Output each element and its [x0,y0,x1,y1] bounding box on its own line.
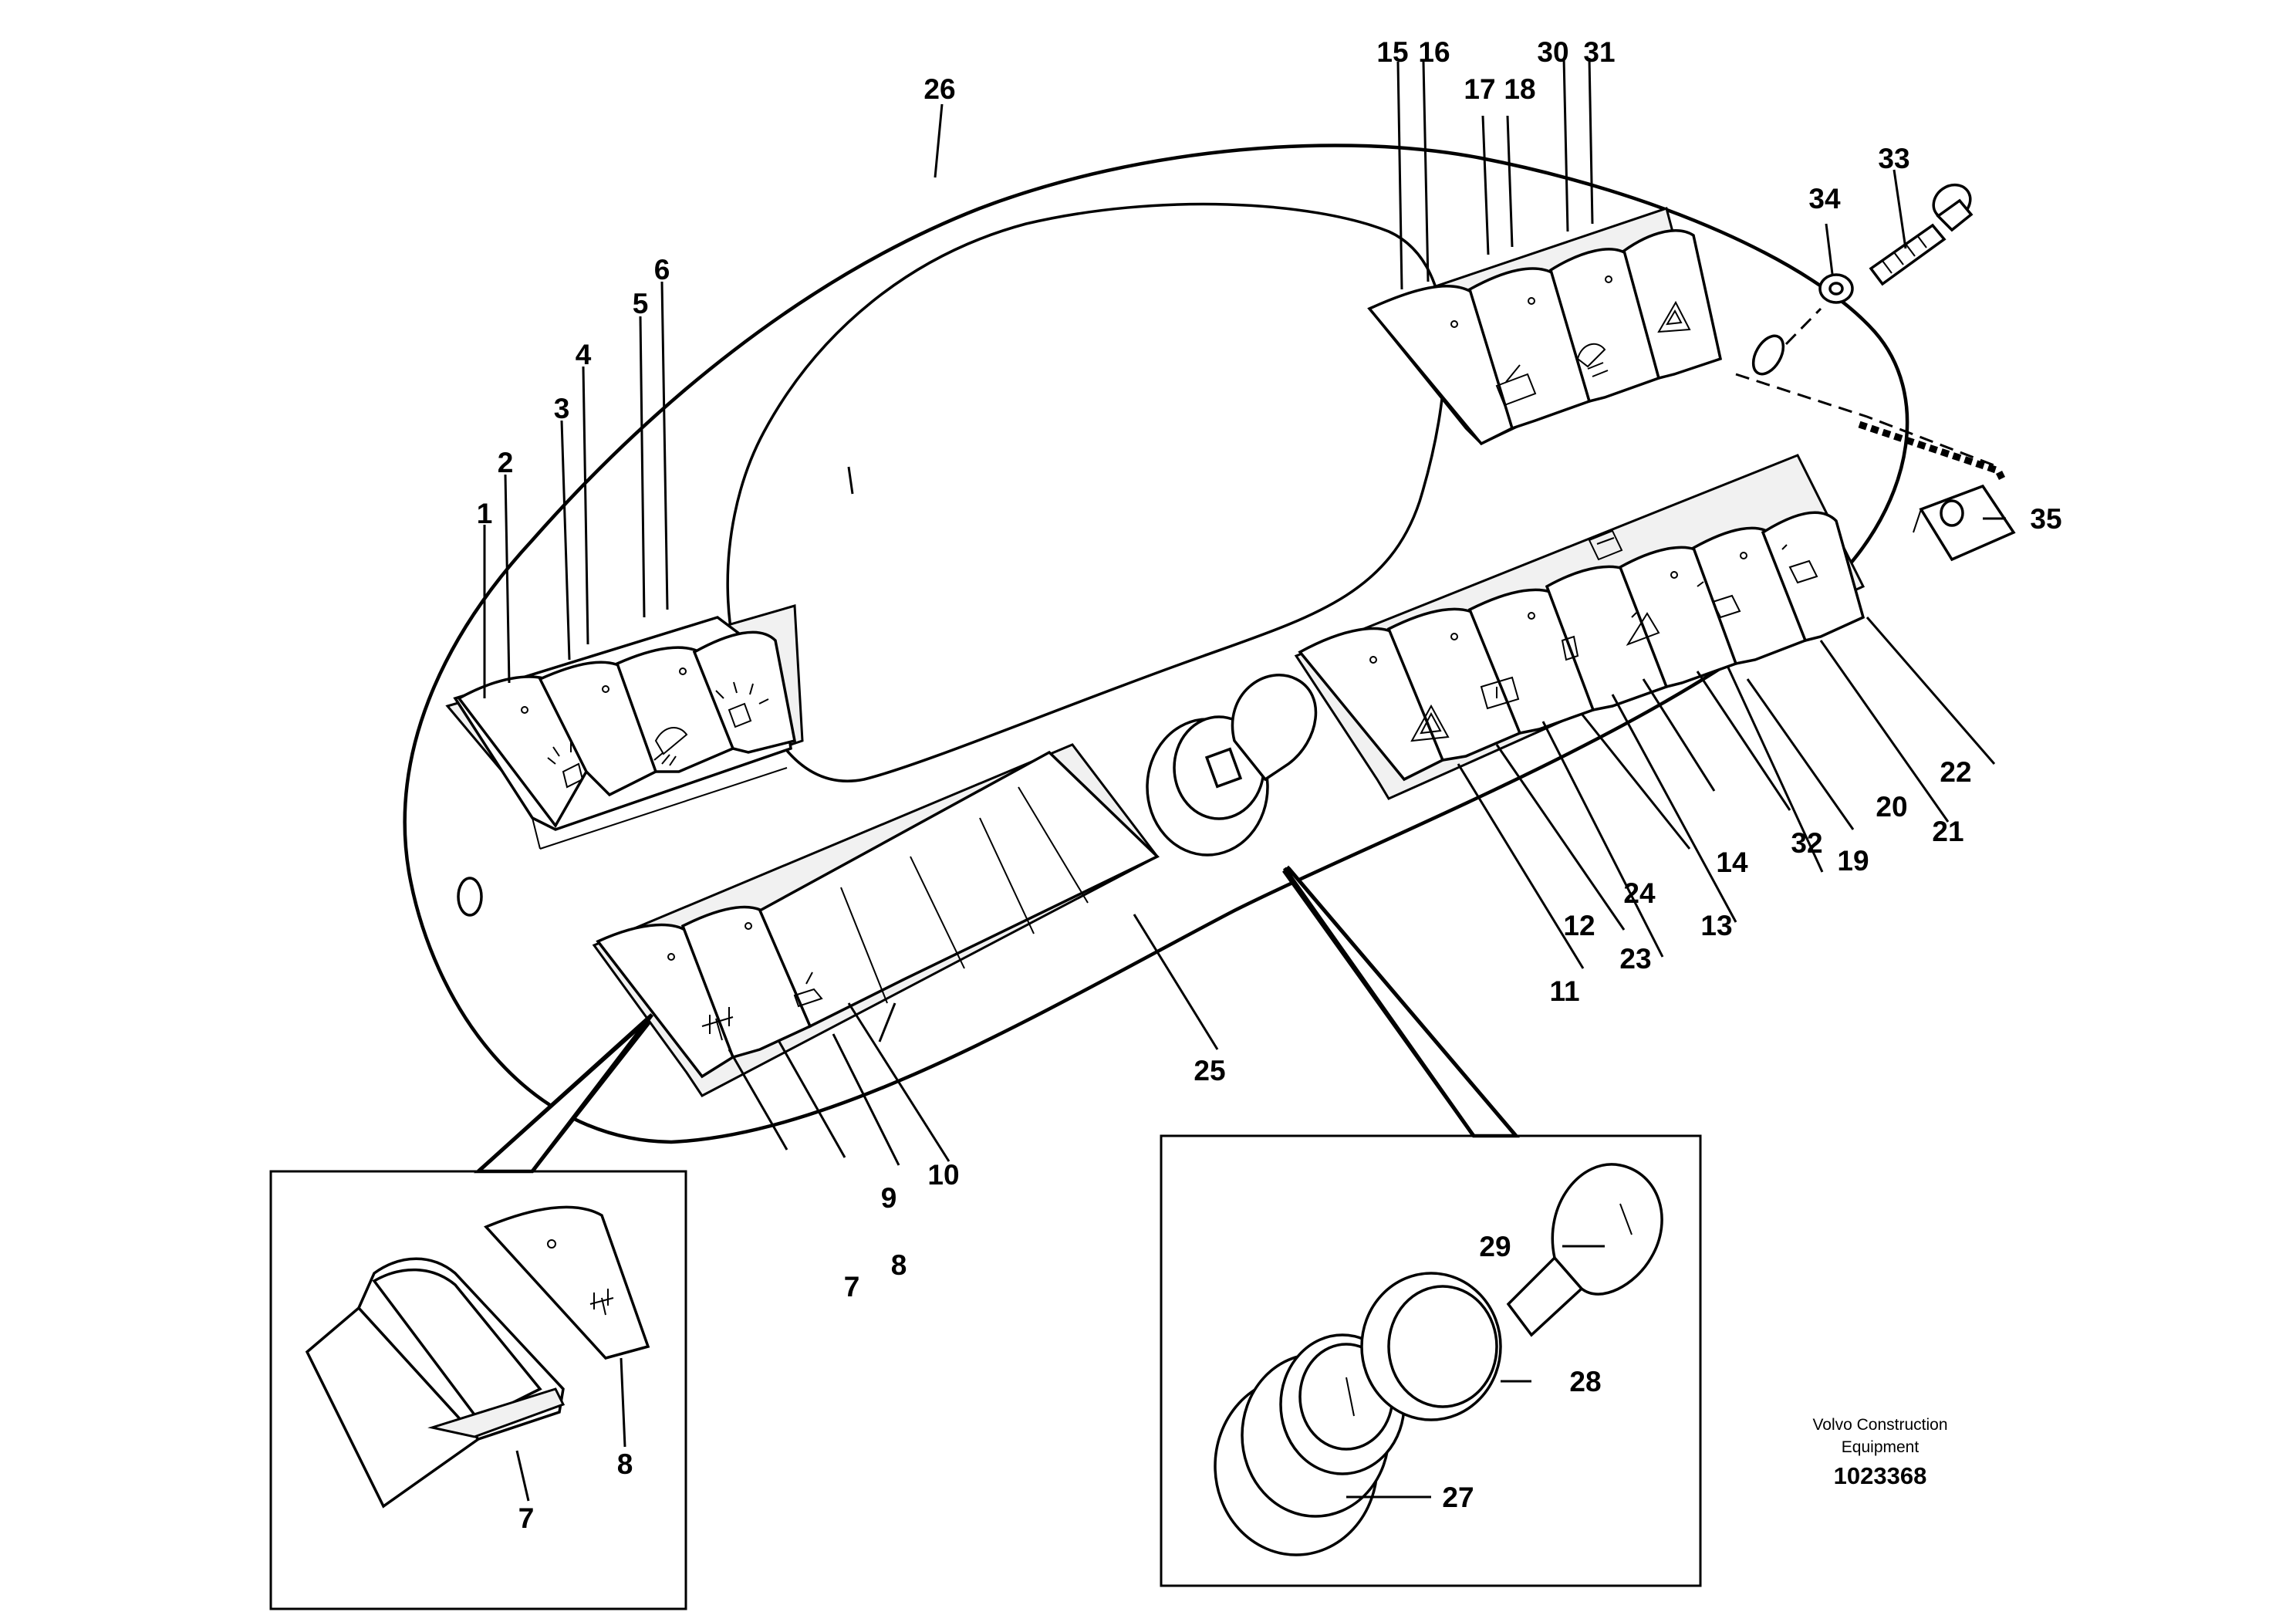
switch-body [305,1257,566,1509]
callout-9: 9 [881,1182,897,1214]
brand-line-2: Equipment [1842,1438,1920,1456]
callout-4: 4 [576,339,592,370]
callout-15: 15 [1376,36,1408,68]
callout-27: 27 [1442,1482,1474,1513]
callout-5: 5 [633,288,649,319]
manufacturer-block: Volvo Construction Equipment 1023368 [1812,1416,1947,1489]
callout-34: 34 [1808,183,1841,215]
battery-icon [1480,676,1520,710]
callout-13: 13 [1700,910,1732,941]
callout-19: 19 [1837,845,1869,877]
callout-8-inset: 8 [617,1448,633,1480]
inset-ignition-detail [1160,865,1702,1587]
callout-2: 2 [498,447,514,478]
callout-14: 14 [1716,846,1748,878]
switch-cap [484,1205,650,1360]
callout-1: 1 [477,498,493,529]
callout-labels: 1 2 3 4 5 6 7 7 8 8 9 10 11 12 13 14 15 … [477,36,2062,1534]
inset-switch-detail [269,1013,687,1610]
drawing-number: 1023368 [1834,1462,1927,1489]
ring-28 [1360,1272,1502,1421]
callout-35: 35 [2030,503,2061,535]
working-light-icon [547,742,584,789]
callout-31: 31 [1583,36,1615,68]
warning-triangle-icon [1410,704,1450,742]
callout-8-panel: 8 [891,1249,907,1281]
rear-wiper-icon [1697,581,1741,619]
fasteners [1735,183,2016,562]
screw-33 [1869,183,1974,286]
key-29 [1506,1163,1663,1337]
rear-window-icon [1626,612,1660,646]
callout-12: 12 [1563,910,1595,941]
ignition-switch-on-panel [1146,674,1318,857]
washer-34 [1818,273,1854,304]
left-switch-group [445,604,804,850]
callout-22: 22 [1940,756,1971,788]
callout-33: 33 [1878,143,1909,174]
callout-6: 6 [654,254,670,286]
differential-lock-icon [701,1007,734,1041]
callout-18: 18 [1504,73,1535,105]
callout-30: 30 [1537,36,1568,68]
rear-washer-icon [1781,544,1818,584]
callout-26: 26 [923,73,955,105]
callout-10: 10 [927,1159,959,1191]
callout-21: 21 [1932,816,1963,847]
beacon-icon [1561,635,1579,661]
callout-7-inset: 7 [518,1502,535,1534]
wiper-icon [1495,364,1537,407]
clip-nut-35 [1913,484,2016,562]
callout-23: 23 [1619,943,1651,975]
callout-20: 20 [1876,791,1907,823]
fog-light-icon [1576,343,1609,377]
window-icon [1588,529,1623,561]
callout-24: 24 [1623,877,1656,909]
hazard-icon [1657,300,1691,333]
callout-32: 32 [1791,827,1822,859]
headlight-icon [653,727,688,766]
callout-16: 16 [1418,36,1450,68]
right-switch-group [1294,454,1866,800]
callout-11: 11 [1549,975,1579,1007]
callout-3: 3 [554,393,570,424]
top-right-switch-group [1367,207,1723,446]
callout-29: 29 [1479,1231,1511,1262]
cab-light-icon [715,681,769,728]
callout-7-panel: 7 [844,1271,860,1303]
callout-17: 17 [1464,73,1495,105]
leader-lines [483,57,2006,1502]
brand-line-1: Volvo Construction [1812,1416,1947,1434]
callout-28: 28 [1569,1366,1601,1397]
seat-icon [793,972,823,1008]
callout-25: 25 [1194,1055,1225,1086]
bottom-left-switch-group [592,743,1160,1097]
lock-cylinder-27 [1214,1333,1406,1556]
